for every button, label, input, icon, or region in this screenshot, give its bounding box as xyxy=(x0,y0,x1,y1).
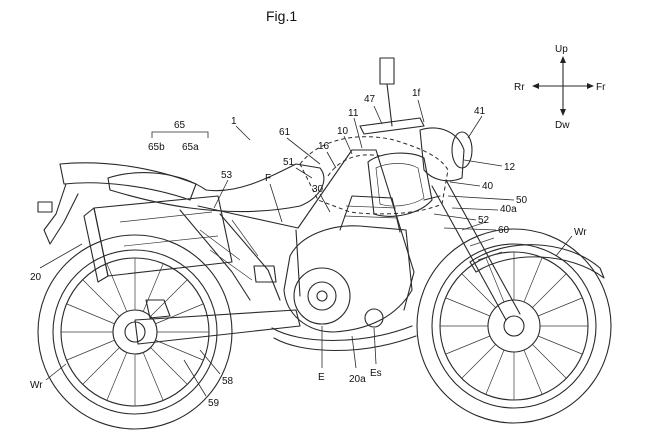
direction-front: Fr xyxy=(596,82,606,93)
label-12: 12 xyxy=(504,162,516,173)
label-52: 52 xyxy=(478,215,490,226)
figure-title: Fig.1 xyxy=(266,8,297,24)
label-engine: E xyxy=(318,372,325,383)
frame xyxy=(179,149,415,311)
label-47: 47 xyxy=(364,94,376,105)
label-front-wheel: Wr xyxy=(574,227,587,238)
label-65b: 65b xyxy=(148,142,165,153)
label-11: 11 xyxy=(348,108,359,119)
reference-labels: 1 65 65b 65a 61 51 16 10 11 47 1f 41 12 … xyxy=(30,88,587,409)
fuel-tank xyxy=(299,136,449,215)
label-20: 20 xyxy=(30,272,42,283)
front-fork xyxy=(423,179,521,321)
exhaust-pipe xyxy=(271,325,417,351)
label-16: 16 xyxy=(318,141,330,152)
front-wheel xyxy=(416,228,612,424)
direction-rear: Rr xyxy=(514,82,525,93)
label-40: 40 xyxy=(482,181,494,192)
rear-wheel xyxy=(37,234,233,430)
swing-arm xyxy=(134,299,301,345)
label-51: 51 xyxy=(283,157,295,168)
leader-lines xyxy=(39,99,573,397)
direction-down: Dw xyxy=(555,120,570,131)
label-41: 41 xyxy=(474,106,486,117)
seat xyxy=(107,163,325,213)
label-58: 58 xyxy=(222,376,234,387)
label-10: 10 xyxy=(337,126,349,137)
label-rear-wheel: Wr xyxy=(30,380,43,391)
label-53: 53 xyxy=(221,170,233,181)
label-65a: 65a xyxy=(182,142,199,153)
label-engine-shaft: Es xyxy=(370,368,382,379)
label-frame: F xyxy=(265,173,271,184)
muffler xyxy=(83,195,233,283)
label-61: 61 xyxy=(279,127,291,138)
rear-fender xyxy=(37,162,197,245)
label-vehicle: 1 xyxy=(231,116,237,127)
label-1f: 1f xyxy=(412,88,421,99)
handlebar xyxy=(359,57,425,135)
label-60: 60 xyxy=(498,225,510,236)
label-30: 30 xyxy=(312,184,324,195)
headlight-cowl xyxy=(419,127,473,182)
label-50: 50 xyxy=(516,195,528,206)
direction-up: Up xyxy=(555,44,568,55)
label-59: 59 xyxy=(208,398,220,409)
label-40a: 40a xyxy=(500,204,517,215)
tank-cover xyxy=(367,152,433,217)
label-20a: 20a xyxy=(349,374,366,385)
label-group-65: 65 xyxy=(174,120,186,131)
direction-indicator: Up Dw Rr Fr xyxy=(514,44,606,131)
engine xyxy=(253,195,413,333)
label-bracket-65 xyxy=(151,131,209,138)
